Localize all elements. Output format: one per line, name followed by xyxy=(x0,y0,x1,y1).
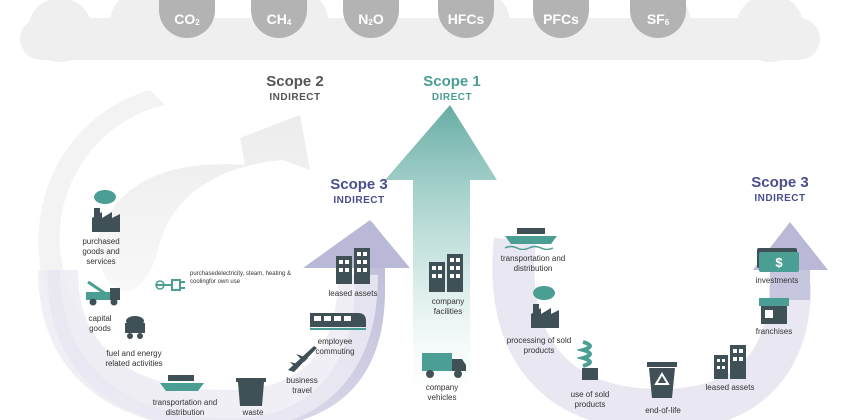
train-icon xyxy=(310,313,366,330)
light-bulb-icon xyxy=(577,340,598,380)
scope3-upstream-heading: Scope 3 INDIRECT xyxy=(314,176,404,206)
label-purchased-goods: purchased goods and services xyxy=(82,237,120,266)
label-investments: investments xyxy=(755,276,799,285)
label-leased-downstream: leased assets xyxy=(705,383,755,392)
label-capital-goods: capital goods xyxy=(88,314,112,333)
label-employee-commuting: employee commuting xyxy=(315,337,355,356)
label-company-vehicles: company vehicles xyxy=(425,383,459,402)
ship-icon xyxy=(160,375,204,391)
scope2-subtitle: INDIRECT xyxy=(269,92,321,103)
cloud-band xyxy=(20,0,820,62)
scope1-title: Scope 1 xyxy=(423,73,481,90)
scope3-downstream-title: Scope 3 xyxy=(751,174,809,191)
scope2-arrow xyxy=(95,115,310,292)
recycle-bin-icon xyxy=(647,362,677,398)
label-fuel-energy: fuel and energy related activities xyxy=(105,349,163,368)
label-transport-downstream: transportation and distribution xyxy=(500,254,566,273)
label-purchased-electricity: purchasedelectricity, steam, heating & c… xyxy=(190,271,291,285)
buildings-icon xyxy=(336,248,370,284)
ship-icon-downstream xyxy=(504,228,557,250)
company-buildings-icon xyxy=(429,254,463,292)
scope3-upstream-title: Scope 3 xyxy=(330,176,388,193)
airplane-icon xyxy=(288,346,317,372)
mine-cart-icon xyxy=(125,316,145,339)
factory-cloud-icon xyxy=(92,190,120,232)
label-business-travel: business travel xyxy=(286,376,318,395)
label-franchises: franchises xyxy=(755,327,793,336)
scope2-title: Scope 2 xyxy=(266,73,324,90)
buildings-icon-downstream xyxy=(714,345,746,379)
label-end-of-life: end-of-life xyxy=(645,406,681,415)
scope3-upstream-subtitle: INDIRECT xyxy=(333,195,385,206)
money-icon: $ xyxy=(757,248,799,272)
label-leased-upstream: leased assets xyxy=(328,289,378,298)
label-processing: processing of sold products xyxy=(506,336,572,355)
gas-hfcs: HFCs xyxy=(438,0,494,38)
scope3-downstream-subtitle: INDIRECT xyxy=(754,193,806,204)
label-transport-upstream: transportation and distribution xyxy=(152,398,218,417)
label-company-facilities: company facilities xyxy=(431,297,465,316)
storefront-icon xyxy=(759,298,789,324)
label-use-sold: use of sold products xyxy=(570,390,610,409)
crane-truck-icon xyxy=(86,280,120,306)
scope1-subtitle: DIRECT xyxy=(431,92,473,103)
scope1-arrow xyxy=(385,105,497,415)
dumpster-icon xyxy=(236,378,266,406)
scope3-downstream-heading: Scope 3 INDIRECT xyxy=(735,174,825,204)
svg-text:$: $ xyxy=(775,255,783,270)
scope1-heading: Scope 1 DIRECT xyxy=(407,73,497,103)
delivery-truck-icon xyxy=(422,353,466,378)
factory-cloud-icon-downstream xyxy=(531,286,559,328)
scope2-heading: Scope 2 INDIRECT xyxy=(250,73,340,103)
label-waste: waste xyxy=(242,408,264,417)
